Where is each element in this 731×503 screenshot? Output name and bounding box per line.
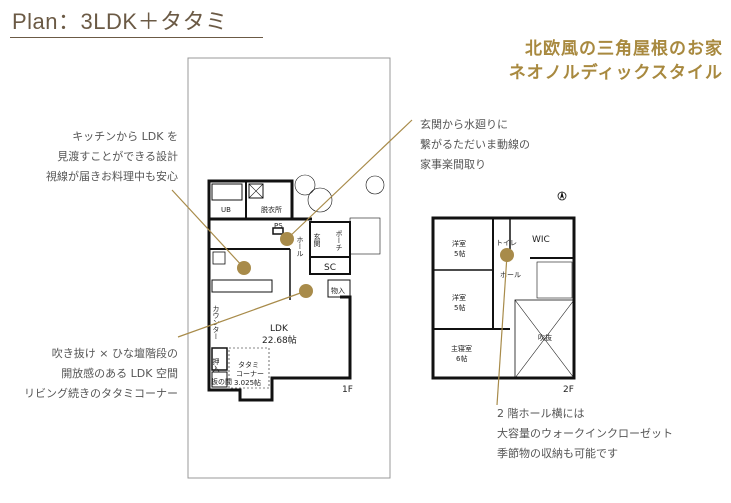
room-sc: SC [324, 263, 336, 273]
page-title: Plan：3LDK＋タタミ [12, 9, 228, 34]
annotation-line: 季節物の収納も可能です [497, 447, 618, 460]
plan-line [177, 290, 307, 338]
room-ps: PS [274, 222, 283, 230]
room-void: 吹抜 [538, 333, 552, 342]
annotation-line: 2 階ホール横には [497, 407, 585, 420]
annotation-line: 玄関から水廻りに [420, 118, 508, 131]
plan-line [212, 251, 226, 265]
floor1-plan [207, 174, 385, 402]
plan-line [514, 299, 575, 379]
site-boundary [187, 57, 391, 479]
room-genkan: 玄関 [313, 232, 321, 248]
room-dressing: 脱衣所 [261, 205, 282, 214]
north-arrow-icon [557, 191, 567, 201]
annotation-line: 吹き抜け × ひな壇階段の [51, 347, 178, 360]
room-counter: カウンター [212, 305, 220, 340]
room-oshiire: 押入 [212, 357, 220, 372]
plan-line [248, 183, 264, 199]
plan-line [171, 189, 245, 269]
plan-line [536, 261, 573, 299]
marker-dot-kitchen [237, 261, 251, 275]
floor1-label: 1F [342, 385, 353, 395]
room-porch: ポーチ [335, 230, 343, 251]
plan-line [237, 232, 514, 298]
plan-line [211, 347, 228, 371]
room-board: 板の間 [211, 377, 232, 386]
annotation-line: 視線が届きお料理中も安心 [46, 170, 178, 183]
floor2-plan [431, 216, 576, 380]
annotation-line: キッチンから LDK を [72, 130, 178, 143]
plan-line [207, 219, 352, 402]
plan-line [228, 347, 270, 389]
annotation-kitchen: キッチンから LDK を 見渡すことができる設計 視線が届きお料理中も安心 [46, 127, 178, 187]
leader-lines [171, 119, 508, 406]
plan-line [431, 216, 576, 380]
annotation-entrance: 玄関から水廻りに 繋がるただいま動線の 家事楽間取り [420, 115, 530, 175]
room-tatami-size: 3.025帖 [234, 378, 261, 387]
room-tatami: タタミ [238, 360, 259, 369]
marker-dot-wic [500, 248, 514, 262]
annotation-line: 見渡すことができる設計 [57, 150, 178, 163]
headline-1: 北欧風の三角屋根のお家 [525, 39, 723, 59]
room-ub: UB [221, 206, 231, 214]
plan-line [207, 179, 294, 221]
plan-line [349, 217, 381, 255]
plan-line [211, 183, 243, 201]
floor2-label: 2F [563, 385, 574, 395]
headline-2: ネオノルディックスタイル [508, 63, 723, 83]
annotation-living: 吹き抜け × ひな壇階段の 開放感のある LDK 空間 リビング続きのタタミコー… [24, 344, 178, 404]
room-wic: WIC [532, 235, 550, 245]
plan-line [211, 371, 228, 388]
annotation-line: リビング続きのタタミコーナー [24, 387, 178, 400]
annotation-wic: 2 階ホール横には 大容量のウォークインクローゼット 季節物の収納も可能です [497, 404, 673, 464]
room-ldk: LDK [270, 324, 289, 334]
plan-line [496, 254, 508, 406]
room-western1-size: 5帖 [454, 249, 465, 258]
room-hall2: ホール [500, 271, 521, 279]
plan-line [365, 175, 385, 195]
plan-line [272, 227, 284, 235]
annotation-line: 繋がるただいま動線の [420, 138, 530, 151]
plan-line [248, 183, 264, 199]
marker-dot-entrance [280, 232, 294, 246]
plan-line [211, 279, 273, 293]
room-western2: 洋室 [452, 293, 466, 302]
annotation-line: 開放感のある LDK 空間 [61, 367, 178, 380]
room-ldk-size: 22.68帖 [262, 334, 297, 346]
room-master: 主寝室 [451, 344, 472, 353]
marker-dot-living [299, 284, 313, 298]
annotation-line: 大容量のウォークインクローゼット [497, 427, 673, 440]
room-toilet2: トイレ [496, 239, 517, 247]
plan-line [327, 279, 351, 298]
annotation-line: 家事楽間取り [420, 158, 486, 171]
plan-line [286, 119, 413, 240]
room-western1: 洋室 [452, 239, 466, 248]
plan-line [560, 191, 564, 199]
plan-line [514, 299, 575, 379]
room-tatami-2: コーナー [236, 370, 264, 378]
plan-line [307, 187, 333, 213]
room-hall: ホール [296, 236, 304, 257]
title-underline [10, 37, 263, 38]
room-western2-size: 5帖 [454, 303, 465, 312]
plan-line [294, 174, 316, 196]
room-storage: 物入 [331, 286, 345, 295]
plan-line [309, 256, 351, 275]
room-master-size: 6帖 [456, 354, 467, 363]
